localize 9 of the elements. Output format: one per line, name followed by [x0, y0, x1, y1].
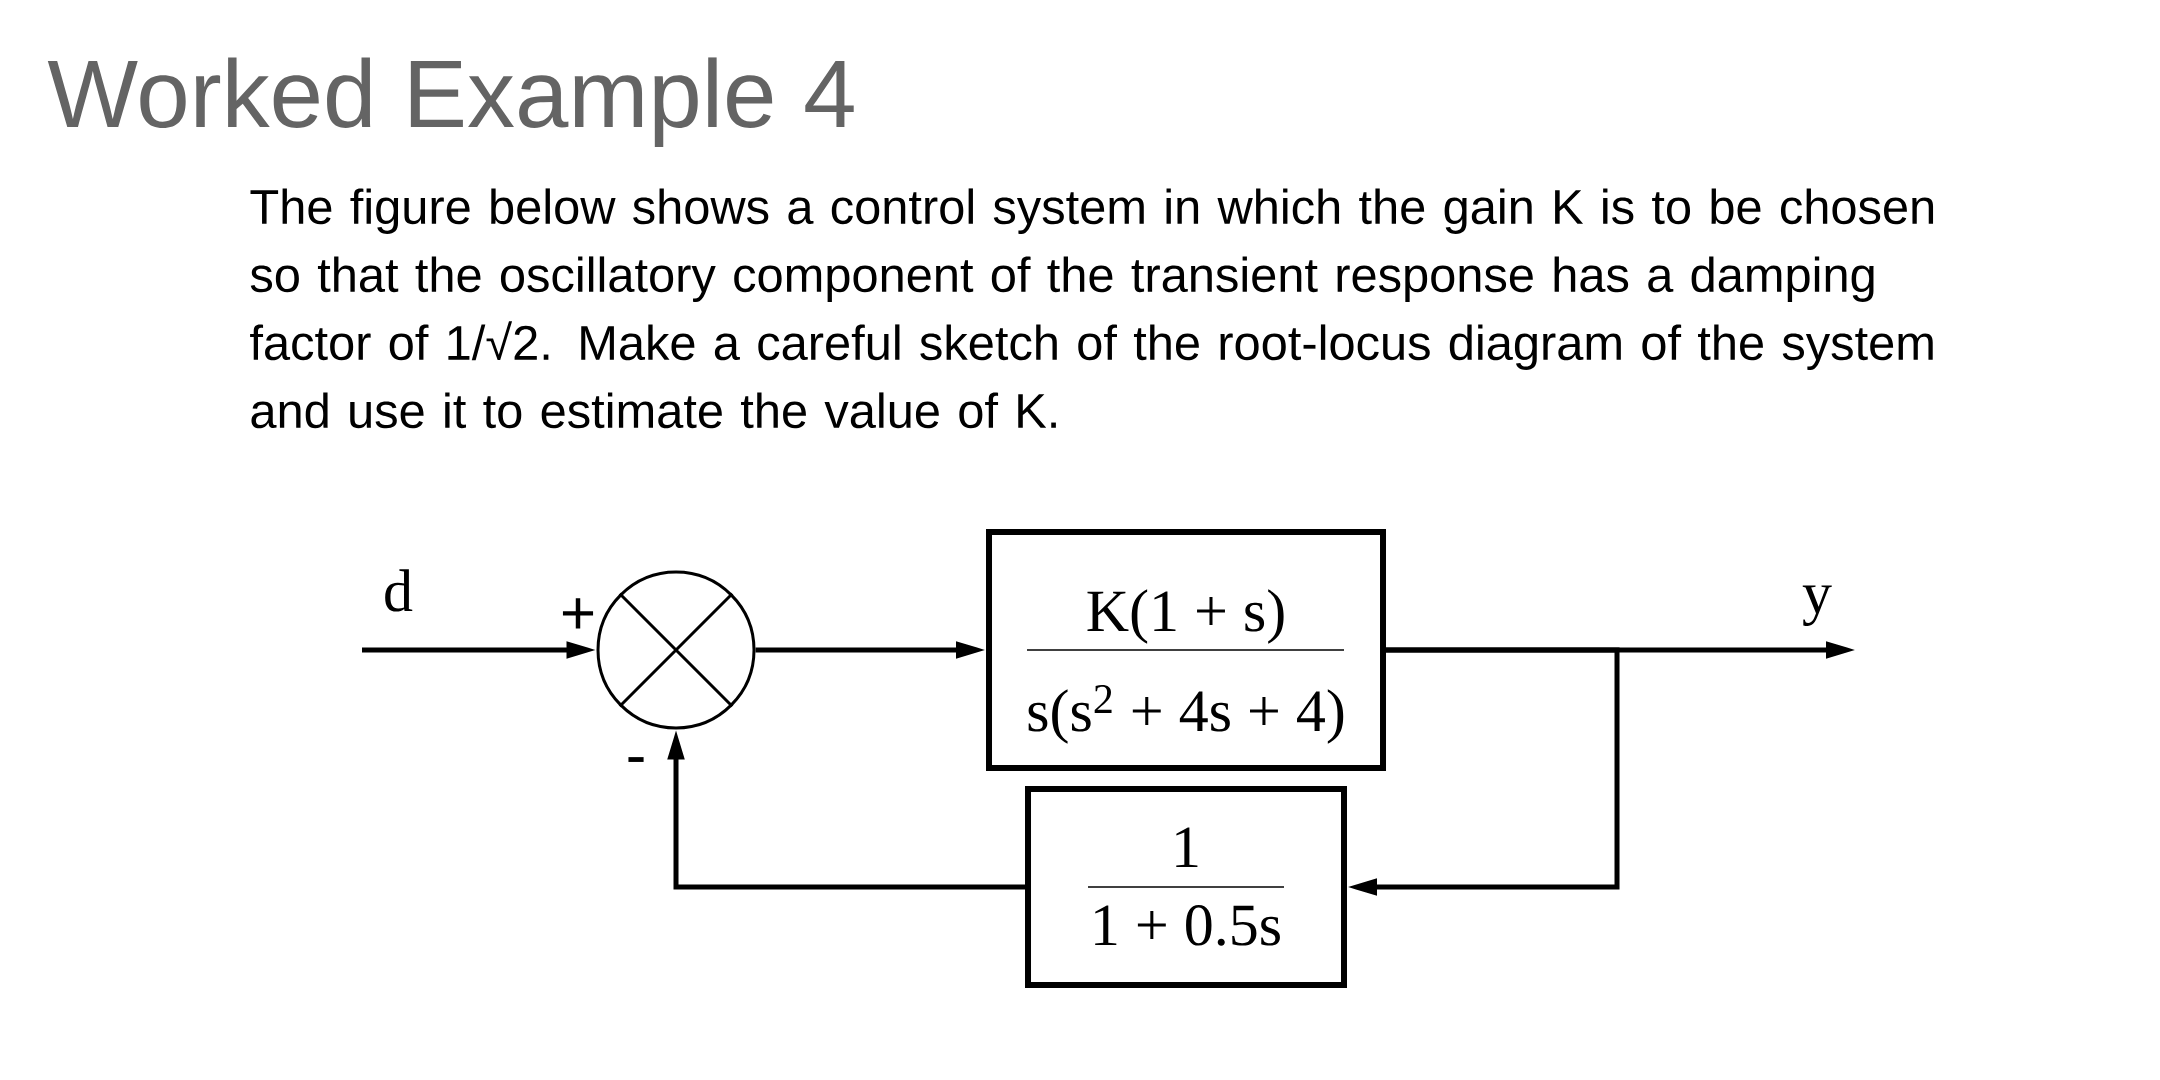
- problem-statement: The figure below shows a control system in which the gain K is to be chosen so that the oscillatory component of the transient response has a damping factor of 1/√2. Make a careful sketch of the root-locus diagram of the system and use it to estimate the value of K.: [250, 188, 1934, 429]
- summing-junction: [596, 570, 756, 730]
- transfer-function-box: K(1 + s) s(s$^{2}$ + 4s + 4): [986, 529, 1386, 771]
- sign-label: +: [562, 598, 594, 629]
- transfer-function-box: 1 1 + 0.5s: [1025, 786, 1347, 988]
- title: Worked Example 4: [47, 57, 854, 147]
- sign-label: -: [628, 757, 644, 762]
- signal-label: y: [1800, 583, 1834, 628]
- signal-label: d: [381, 567, 415, 614]
